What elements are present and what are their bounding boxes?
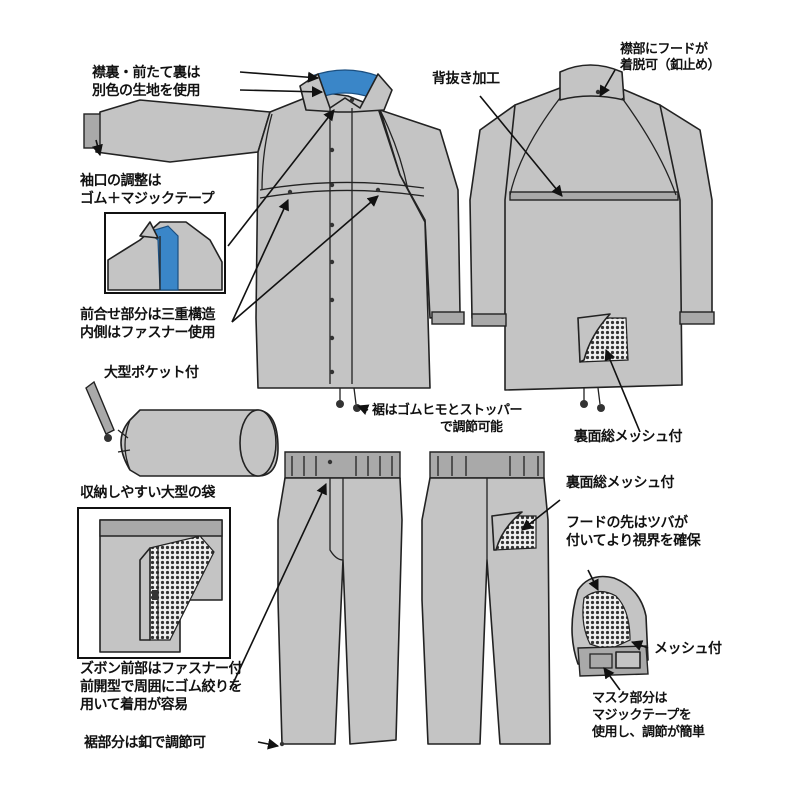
jacket-front-raglan	[261, 109, 409, 191]
label-hood-mesh: メッシュ付	[654, 641, 722, 657]
jacket-front-cuff	[431, 311, 465, 325]
label-back-vent: 背抜き加工	[432, 71, 500, 87]
hood-detail	[571, 575, 649, 677]
pants-back-waistband	[429, 451, 545, 479]
pants-front-fly	[329, 478, 344, 561]
label-front-closure: 前合せ部分は三重構造内側はファスナー使用	[80, 307, 216, 341]
jacket-front-buttons	[287, 97, 381, 375]
jacket-back-hem-stopper	[580, 387, 605, 412]
pants-front-waist-gathers	[291, 456, 393, 476]
pants-front-waistband	[284, 451, 401, 479]
label-hood-detach: 襟部にフードが着脱可（釦止め）	[620, 42, 721, 73]
jacket-front-yoke	[259, 181, 425, 199]
label-pants-front: ズボン前部はファスナー付前開型で周囲にゴム絞りを用いて着用が容易	[80, 661, 243, 713]
jacket-back	[469, 64, 715, 412]
pants-front	[277, 451, 403, 747]
label-cuff-adjust: 袖口の調整はゴム＋マジックテープ	[80, 173, 215, 207]
jacket-front-left-sleeve	[95, 99, 271, 163]
storage-bag	[85, 380, 279, 477]
pants-front-legs	[277, 477, 403, 745]
label-collar-lining: 襟裏・前たて裏は別色の生地を使用	[92, 65, 201, 99]
jacket-front-hem-stopper	[336, 387, 361, 412]
jacket-back-mesh-flap	[577, 313, 611, 363]
jacket-back-vent	[509, 191, 679, 201]
collar-zip-detail	[104, 212, 226, 294]
jacket-front-body	[255, 91, 431, 389]
label-big-pocket: 大型ポケット付	[104, 365, 199, 381]
arrow-icon	[91, 69, 649, 750]
pants-back	[421, 451, 551, 745]
jacket-front	[83, 69, 465, 412]
label-storage-bag: 収納しやすい大型の袋	[80, 485, 215, 501]
label-pants-mesh: 裏面総メッシュ付	[566, 475, 675, 491]
label-mask-velcro: マスク部分はマジックテープを使用し、調節が簡単	[592, 691, 705, 740]
label-hood-visor: フードの先はツバが付いてより視界を確保	[566, 515, 701, 549]
jacket-back-left-cuff	[471, 313, 507, 327]
label-jacket-mesh: 裏面総メッシュ付	[574, 429, 683, 445]
label-hem-cord: 裾はゴムヒモとストッパーで調節可能	[372, 403, 523, 435]
jacket-back-raglan	[509, 97, 677, 196]
pants-zip-detail	[77, 507, 231, 659]
jacket-back-right-cuff	[679, 311, 715, 325]
label-pants-hem: 裾部分は釦で調節可	[84, 735, 206, 751]
